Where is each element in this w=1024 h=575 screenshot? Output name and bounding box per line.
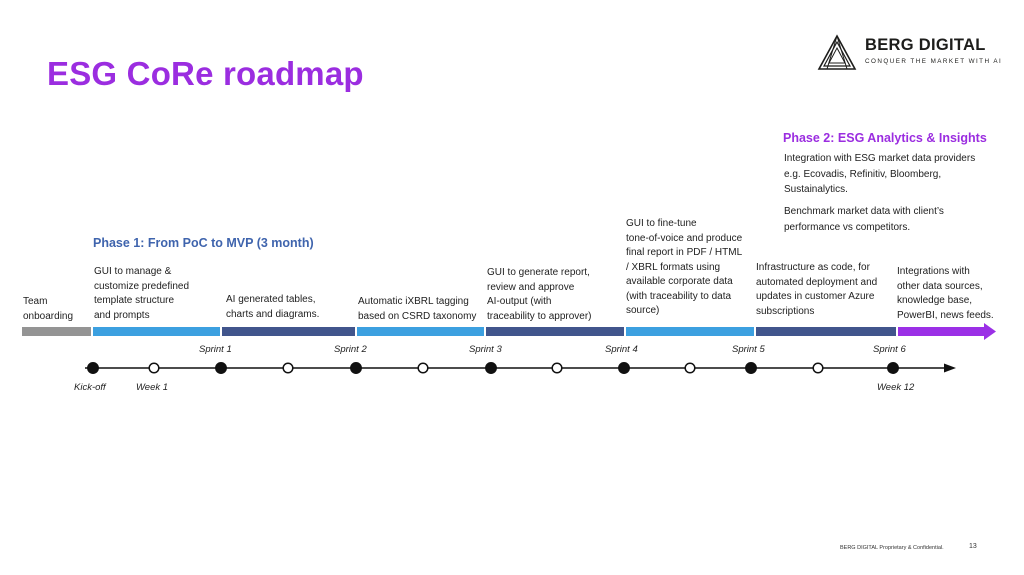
timeline-week-marker — [417, 362, 429, 374]
sprint-label: Sprint 4 — [605, 344, 638, 355]
step-bar-ixbrl — [357, 327, 484, 336]
timeline-sprint-marker — [87, 362, 99, 374]
step-description-team-onboarding: Team onboarding — [23, 296, 74, 322]
step-description-template-gui: GUI to manage & customize predefined tem… — [94, 266, 190, 321]
company-logo: BERG DIGITAL CONQUER THE MARKET WITH AI — [817, 34, 1001, 74]
phase2-description-1: Integration with ESG market data provide… — [784, 153, 976, 195]
page-title: ESG CoRe roadmap — [47, 55, 364, 92]
step-bar-template-gui — [93, 327, 220, 336]
mountain-logo-icon — [817, 34, 857, 70]
logo-name: BERG DIGITAL — [865, 36, 986, 54]
step-description-ai-tables: AI generated tables, charts and diagrams… — [226, 294, 320, 320]
timeline-sprint-marker — [618, 362, 630, 374]
timeline-sprint-marker — [745, 362, 757, 374]
step-bar-infrastructure — [756, 327, 896, 336]
timeline-week-marker — [551, 362, 563, 374]
sprint-label: Sprint 5 — [732, 344, 765, 355]
logo-tagline: CONQUER THE MARKET WITH AI — [865, 58, 1003, 65]
timeline-arrowhead — [944, 363, 956, 373]
step-bar-team-onboarding — [22, 327, 91, 336]
timeline-week-marker — [684, 362, 696, 374]
phase2-heading: Phase 2: ESG Analytics & Insights — [783, 131, 987, 145]
step-description-report-gui: GUI to generate report, review and appro… — [487, 267, 592, 322]
sprint-label: Sprint 3 — [469, 344, 502, 355]
step-description-integrations: Integrations with other data sources, kn… — [897, 266, 994, 321]
timeline-week-marker — [812, 362, 824, 374]
timeline-sprint-marker — [887, 362, 899, 374]
timeline-sprint-marker — [485, 362, 497, 374]
step-bar-report-gui — [486, 327, 624, 336]
timeline-sprint-marker — [215, 362, 227, 374]
footer-confidential: BERG DIGITAL Proprietary & Confidential. — [840, 545, 944, 551]
step-description-ixbrl: Automatic iXBRL tagging based on CSRD ta… — [358, 296, 477, 322]
phase2-description-2: Benchmark market data with client’s perf… — [784, 206, 944, 233]
kickoff-label: Kick-off — [74, 382, 106, 393]
sprint-label: Sprint 6 — [873, 344, 906, 355]
step-description-infrastructure: Infrastructure as code, for automated de… — [756, 262, 878, 317]
step-bar-integrations-arrow — [898, 323, 996, 340]
timeline — [85, 362, 956, 374]
timeline-week-marker — [148, 362, 160, 374]
step-description-fine-tune: GUI to fine-tune tone-of-voice and produ… — [626, 218, 743, 316]
week1-label: Week 1 — [136, 382, 169, 393]
week12-label: Week 12 — [877, 382, 915, 393]
page-number: 13 — [969, 543, 977, 550]
step-bar-fine-tune — [626, 327, 754, 336]
timeline-week-marker — [282, 362, 294, 374]
phase1-heading: Phase 1: From PoC to MVP (3 month) — [93, 236, 314, 250]
sprint-label: Sprint 1 — [199, 344, 232, 355]
sprint-label: Sprint 2 — [334, 344, 367, 355]
step-bar-ai-tables — [222, 327, 355, 336]
timeline-sprint-marker — [350, 362, 362, 374]
